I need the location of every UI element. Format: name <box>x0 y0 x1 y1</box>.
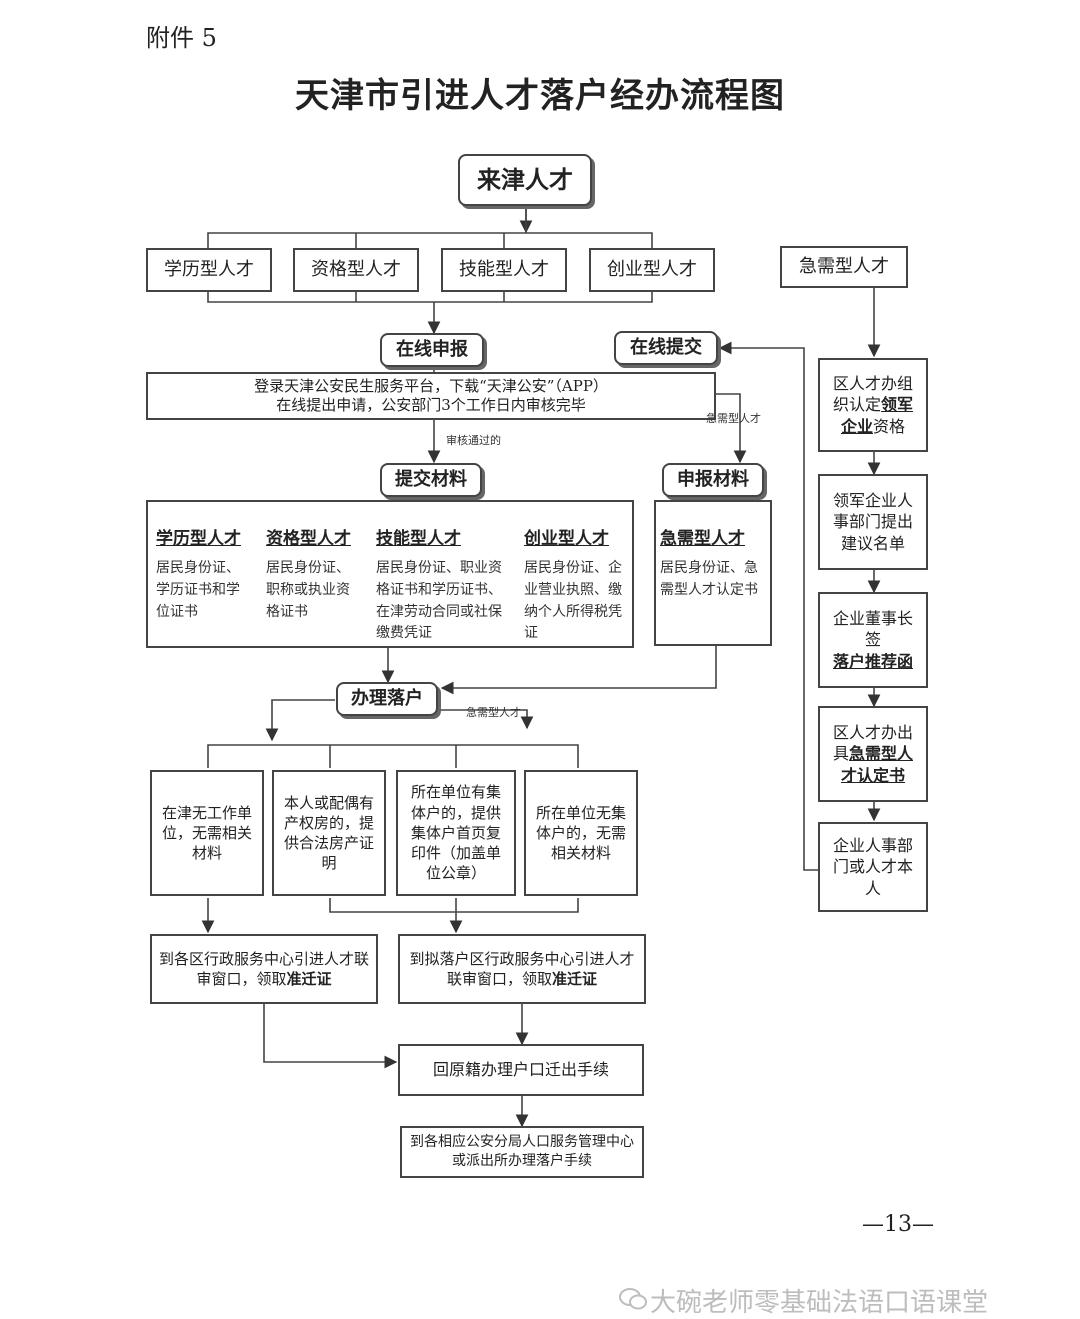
materials-urgent: 急需型人才 居民身份证、急需型人才认定书 <box>660 526 766 602</box>
materials-skill-text: 居民身份证、职业资格证书和学历证书、在津劳动合同或社保缴费凭证 <box>376 560 502 642</box>
materials-education: 学历型人才 居民身份证、学历证书和学位证书 <box>156 526 252 623</box>
urgent-step-4-bold: 急需型人才认定书 <box>840 744 914 785</box>
materials-urgent-head: 急需型人才 <box>660 529 745 549</box>
option-own-property: 本人或配偶有产权房的，提供合法房产证明 <box>272 770 386 896</box>
materials-qualification-text: 居民身份证、职称或执业资格证书 <box>266 560 350 620</box>
urgent-step-5: 企业人事部门或人才本人 <box>818 822 928 912</box>
materials-box <box>146 500 634 648</box>
permit-box-right: 到拟落户区行政服务中心引进人才联审窗口，领取准迁证 <box>398 934 646 1004</box>
urgent-step-1-bold: 领军企业 <box>840 395 914 436</box>
urgent-step-4-pre: 区人才办出具 <box>832 722 913 764</box>
urgent-step-1: 区人才办组织认定领军企业资格 <box>818 358 928 452</box>
materials-qualification-head: 资格型人才 <box>266 529 351 549</box>
transfer-out-box: 回原籍办理户口迁出手续 <box>398 1044 644 1096</box>
wechat-icon <box>619 1288 647 1310</box>
login-box: 登录天津公安民生服务平台，下载“天津公安”（APP） 在线提出申请，公安部门3个… <box>146 372 716 420</box>
approved-note: 审核通过的 <box>446 434 501 447</box>
urgent-step-2: 领军企业人事部门提出建议名单 <box>818 474 928 570</box>
option-no-collective-household: 所在单位无集体户的，无需相关材料 <box>524 770 638 896</box>
online-apply-node: 在线申报 <box>380 333 484 367</box>
materials-entrepreneur-text: 居民身份证、企业营业执照、缴纳个人所得税凭证 <box>524 560 622 642</box>
materials-entrepreneur-head: 创业型人才 <box>524 529 609 549</box>
start-node: 来津人才 <box>458 154 592 206</box>
materials-urgent-text: 居民身份证、急需型人才认定书 <box>660 560 758 599</box>
urgent-step-3: 企业董事长签落户推荐函 <box>818 592 928 688</box>
option-no-employer: 在津无工作单位，无需相关材料 <box>150 770 264 896</box>
permit-right-bold: 准迁证 <box>552 970 598 988</box>
annex-label: 附件 5 <box>146 24 217 52</box>
urgent-step-1-post: 资格 <box>873 416 906 436</box>
permit-left-text: 到各区行政服务中心引进人才联审窗口，领取 <box>158 949 369 988</box>
materials-education-head: 学历型人才 <box>156 529 241 549</box>
submit-materials-node: 提交材料 <box>380 463 482 497</box>
permit-left-bold: 准迁证 <box>286 970 332 988</box>
urgent-step-1-pre: 区人才办组织认定 <box>832 373 913 415</box>
urgent-materials-box <box>654 500 772 646</box>
category-entrepreneur: 创业型人才 <box>589 248 715 292</box>
login-line-1: 登录天津公安民生服务平台，下载“天津公安”（APP） <box>254 376 608 395</box>
option-collective-household: 所在单位有集体户的，提供集体户首页复印件（加盖单位公章） <box>396 770 516 896</box>
page-title: 天津市引进人才落户经办流程图 <box>295 76 785 116</box>
permit-box-left: 到各区行政服务中心引进人才联审窗口，领取准迁证 <box>150 934 378 1004</box>
urgent-step-4: 区人才办出具急需型人才认定书 <box>818 706 928 802</box>
final-settlement-box: 到各相应公安分局人口服务管理中心或派出所办理落户手续 <box>400 1126 644 1178</box>
materials-entrepreneur: 创业型人才 居民身份证、企业营业执照、缴纳个人所得税凭证 <box>524 526 624 645</box>
online-submit-node: 在线提交 <box>614 331 718 365</box>
urgent-note-2: 急需型人才 <box>466 706 521 719</box>
materials-skill: 技能型人才 居民身份证、职业资格证书和学历证书、在津劳动合同或社保缴费凭证 <box>376 526 506 645</box>
watermark: 大碗老师零基础法语口语课堂 <box>650 1288 989 1318</box>
login-line-2: 在线提出申请，公安部门3个工作日内审核完毕 <box>276 396 586 414</box>
handle-settlement-node: 办理落户 <box>336 682 438 716</box>
materials-skill-head: 技能型人才 <box>376 529 461 549</box>
category-qualification: 资格型人才 <box>293 248 419 292</box>
materials-qualification: 资格型人才 居民身份证、职称或执业资格证书 <box>266 526 362 623</box>
permit-right-text: 到拟落户区行政服务中心引进人才联审窗口，领取 <box>409 949 635 988</box>
category-skill: 技能型人才 <box>441 248 567 292</box>
urgent-note-1: 急需型人才 <box>706 412 761 425</box>
category-urgent: 急需型人才 <box>780 246 908 288</box>
urgent-step-3-pre: 企业董事长签 <box>832 608 913 650</box>
urgent-step-3-bold: 落户推荐函 <box>832 651 913 671</box>
materials-education-text: 居民身份证、学历证书和学位证书 <box>156 560 240 620</box>
report-materials-node: 申报材料 <box>662 463 764 497</box>
page-number: —13— <box>862 1212 934 1237</box>
category-education: 学历型人才 <box>146 248 272 292</box>
